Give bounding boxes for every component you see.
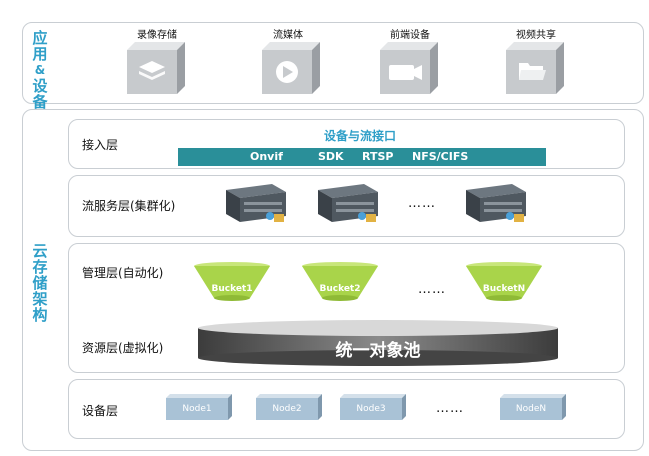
bucket-2-shape <box>302 262 378 301</box>
bucket-ellipsis: …… <box>418 282 446 297</box>
stream-layer-label: 流服务层(集群化) <box>82 199 176 213</box>
stream-layer-box <box>68 175 625 237</box>
object-pool-label: 统一对象池 <box>335 341 421 361</box>
access-layer-title: 设备与流接口 <box>324 129 397 143</box>
layers-icon <box>139 61 165 80</box>
management-layer-label: 管理层(自动化) <box>82 266 164 280</box>
folder-icon <box>519 63 546 80</box>
node-ellipsis: …… <box>436 401 464 416</box>
camera-icon <box>389 65 422 80</box>
sharing-cube <box>506 42 564 94</box>
node-2: Node2 <box>272 404 302 414</box>
node-n: NodeN <box>515 404 547 414</box>
protocol-sdk: SDK <box>318 150 344 163</box>
frontend-cube <box>380 42 438 94</box>
node-3-shape <box>340 394 406 420</box>
app-label-frontend: 前端设备 <box>390 30 430 41</box>
access-layer-label: 接入层 <box>82 138 119 152</box>
protocol-onvif: Onvif <box>250 150 283 163</box>
globe-icon <box>358 212 366 220</box>
app-label-streaming: 流媒体 <box>273 30 303 41</box>
bucket-n-shape <box>466 262 542 301</box>
bucket-n: BucketN <box>482 284 526 294</box>
node-1-shape <box>166 394 232 420</box>
node-n-shape <box>500 394 566 420</box>
app-label-recording: 录像存储 <box>137 30 177 41</box>
server-2 <box>318 184 378 222</box>
server-n <box>466 184 526 222</box>
protocol-rtsp: RTSP <box>362 150 394 163</box>
globe-icon <box>506 212 514 220</box>
bucket-1: Bucket1 <box>211 284 253 294</box>
resource-layer-label: 资源层(虚拟化) <box>82 341 164 355</box>
server-1 <box>226 184 286 222</box>
play-icon <box>276 61 298 83</box>
protocol-bar: Onvif SDK RTSP NFS/CIFS <box>178 148 546 166</box>
bucket-2: Bucket2 <box>319 284 361 294</box>
recording-cube <box>127 42 185 94</box>
node-3: Node3 <box>356 404 386 414</box>
streaming-cube <box>262 42 320 94</box>
device-layer-label: 设备层 <box>82 404 119 418</box>
bucket-1-shape <box>194 262 270 301</box>
globe-icon <box>266 212 274 220</box>
protocol-nfs-cifs: NFS/CIFS <box>412 150 469 163</box>
node-2-shape <box>256 394 322 420</box>
node-1: Node1 <box>182 404 212 414</box>
object-pool-disk <box>198 320 558 366</box>
app-device-title: 应 用 & 设 备 <box>32 29 48 111</box>
app-label-sharing: 视频共享 <box>516 30 556 41</box>
stream-ellipsis: …… <box>408 196 436 211</box>
cloud-storage-title: 云 存 储 架 构 <box>32 242 48 324</box>
